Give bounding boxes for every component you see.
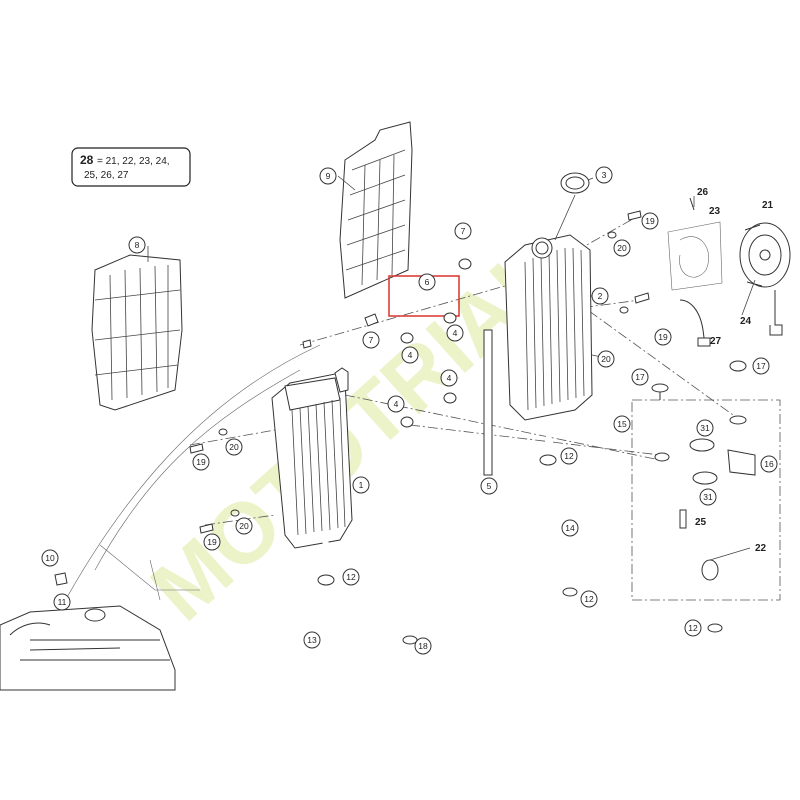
svg-text:19: 19 bbox=[658, 332, 668, 342]
callout-15: 15 bbox=[613, 415, 631, 433]
radiator-guard-upper bbox=[339, 121, 413, 299]
callout-20d: 20 bbox=[235, 517, 253, 535]
callout-4b: 4 bbox=[401, 346, 419, 364]
label-23: 23 bbox=[709, 206, 721, 217]
callout-7a: 7 bbox=[454, 222, 472, 240]
svg-text:7: 7 bbox=[461, 226, 466, 236]
svg-text:14: 14 bbox=[565, 523, 575, 533]
legend-key: 28 bbox=[80, 153, 94, 167]
svg-text:7: 7 bbox=[369, 335, 374, 345]
svg-text:20: 20 bbox=[239, 521, 249, 531]
svg-text:9: 9 bbox=[326, 171, 331, 181]
callout-4d: 4 bbox=[387, 395, 405, 413]
callout-19b: 19 bbox=[654, 328, 672, 346]
svg-text:16: 16 bbox=[764, 459, 774, 469]
callout-13: 13 bbox=[303, 631, 321, 649]
label-27: 27 bbox=[710, 336, 722, 347]
radiator-cap bbox=[554, 172, 590, 241]
svg-text:17: 17 bbox=[635, 372, 645, 382]
label-21: 21 bbox=[762, 200, 774, 211]
callout-8: 8 bbox=[128, 236, 146, 254]
callout-9: 9 bbox=[319, 167, 337, 185]
radiator-right bbox=[504, 234, 593, 421]
callout-6: 6 bbox=[418, 273, 436, 291]
svg-text:12: 12 bbox=[584, 594, 594, 604]
svg-text:13: 13 bbox=[307, 635, 317, 645]
callout-17a: 17 bbox=[631, 368, 649, 386]
svg-text:20: 20 bbox=[601, 354, 611, 364]
callout-12b: 12 bbox=[342, 568, 360, 586]
engine-cover bbox=[0, 572, 176, 691]
svg-text:2: 2 bbox=[598, 291, 603, 301]
callout-20c: 20 bbox=[225, 438, 243, 456]
radiator-left bbox=[271, 367, 353, 549]
svg-text:31: 31 bbox=[700, 423, 710, 433]
svg-text:12: 12 bbox=[688, 623, 698, 633]
callout-10: 10 bbox=[41, 549, 59, 567]
svg-text:4: 4 bbox=[408, 350, 413, 360]
svg-text:20: 20 bbox=[229, 442, 239, 452]
lower-hoses bbox=[317, 418, 723, 685]
kit-legend: 28 = 21, 22, 23, 24, 25, 26, 27 bbox=[71, 147, 191, 187]
label-26: 26 bbox=[697, 187, 709, 198]
callout-12d: 12 bbox=[684, 619, 702, 637]
label-22: 22 bbox=[755, 543, 767, 554]
callout-3: 3 bbox=[595, 166, 613, 184]
callout-20a: 20 bbox=[613, 239, 631, 257]
callout-12c: 12 bbox=[580, 590, 598, 608]
callout-4c: 4 bbox=[440, 369, 458, 387]
svg-text:4: 4 bbox=[447, 373, 452, 383]
callout-12a: 12 bbox=[560, 447, 578, 465]
svg-text:19: 19 bbox=[645, 216, 655, 226]
svg-text:6: 6 bbox=[425, 277, 430, 287]
overflow-tube bbox=[483, 329, 493, 476]
part-callouts: 1 2 3 4 4 4 4 5 6 7 7 8 9 10 11 12 12 12… bbox=[41, 166, 778, 655]
callout-18: 18 bbox=[414, 637, 432, 655]
svg-text:5: 5 bbox=[487, 481, 492, 491]
callout-31b: 31 bbox=[699, 488, 717, 506]
svg-text:4: 4 bbox=[453, 328, 458, 338]
callout-16: 16 bbox=[760, 455, 778, 473]
clamps bbox=[400, 258, 472, 428]
callout-20b: 20 bbox=[597, 350, 615, 368]
svg-text:10: 10 bbox=[45, 553, 55, 563]
pump-hose-group bbox=[631, 360, 781, 601]
svg-text:1: 1 bbox=[359, 480, 364, 490]
svg-text:19: 19 bbox=[196, 457, 206, 467]
legend-line-1: = 21, 22, 23, 24, bbox=[97, 156, 170, 167]
svg-text:12: 12 bbox=[564, 451, 574, 461]
svg-text:31: 31 bbox=[703, 492, 713, 502]
svg-text:12: 12 bbox=[346, 572, 356, 582]
svg-text:19: 19 bbox=[207, 537, 217, 547]
svg-text:8: 8 bbox=[135, 240, 140, 250]
callout-7b: 7 bbox=[362, 331, 380, 349]
svg-text:4: 4 bbox=[394, 399, 399, 409]
callout-17b: 17 bbox=[752, 357, 770, 375]
callout-14: 14 bbox=[561, 519, 579, 537]
legend-line-2: 25, 26, 27 bbox=[84, 170, 129, 181]
callout-19c: 19 bbox=[192, 453, 210, 471]
callout-31a: 31 bbox=[696, 419, 714, 437]
callout-11: 11 bbox=[53, 593, 71, 611]
label-24: 24 bbox=[740, 316, 752, 327]
bolts bbox=[189, 210, 650, 534]
callout-5: 5 bbox=[480, 477, 498, 495]
callout-19d: 19 bbox=[203, 533, 221, 551]
svg-text:3: 3 bbox=[602, 170, 607, 180]
svg-text:11: 11 bbox=[58, 597, 67, 607]
callout-1: 1 bbox=[352, 476, 370, 494]
svg-text:17: 17 bbox=[756, 361, 766, 371]
fan-assembly bbox=[667, 197, 791, 347]
svg-text:15: 15 bbox=[617, 419, 627, 429]
callout-19a: 19 bbox=[641, 212, 659, 230]
label-25: 25 bbox=[695, 517, 707, 528]
callout-2: 2 bbox=[591, 287, 609, 305]
svg-text:20: 20 bbox=[617, 243, 627, 253]
radiator-guard-left bbox=[91, 254, 183, 411]
callout-4a: 4 bbox=[446, 324, 464, 342]
svg-text:18: 18 bbox=[418, 641, 428, 651]
